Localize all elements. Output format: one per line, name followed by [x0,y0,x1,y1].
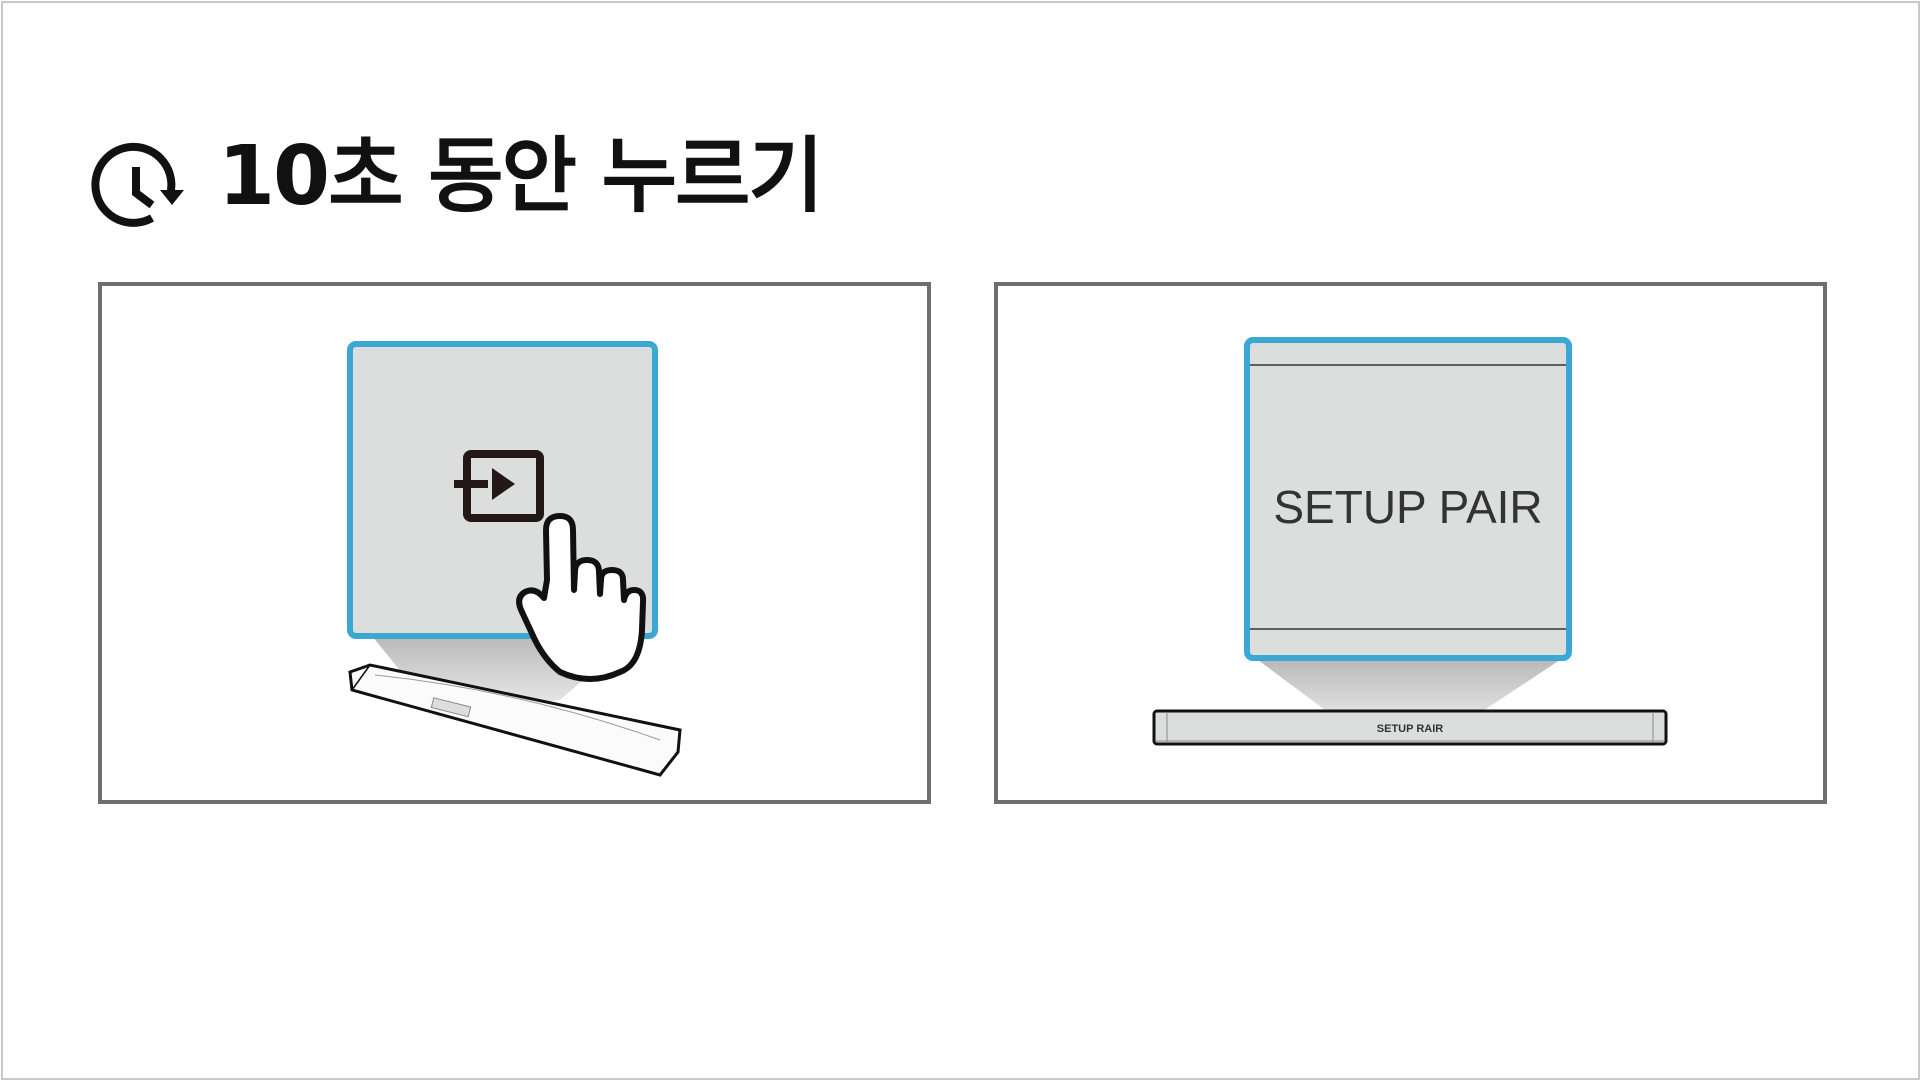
display-closeup: SETUP PAIR [1244,337,1572,661]
light-beam [1258,660,1560,736]
page-title: 10초 동안 누르기 [218,129,824,224]
input-source-icon [454,450,544,522]
clock-rotate-icon [91,142,184,227]
soundbar-angled [348,663,682,777]
pointing-hand-icon [516,513,647,682]
soundbar-front: SETUP RAIR [1152,709,1668,746]
display-text: SETUP PAIR [1273,481,1542,533]
soundbar-display-text: SETUP RAIR [1377,723,1443,735]
